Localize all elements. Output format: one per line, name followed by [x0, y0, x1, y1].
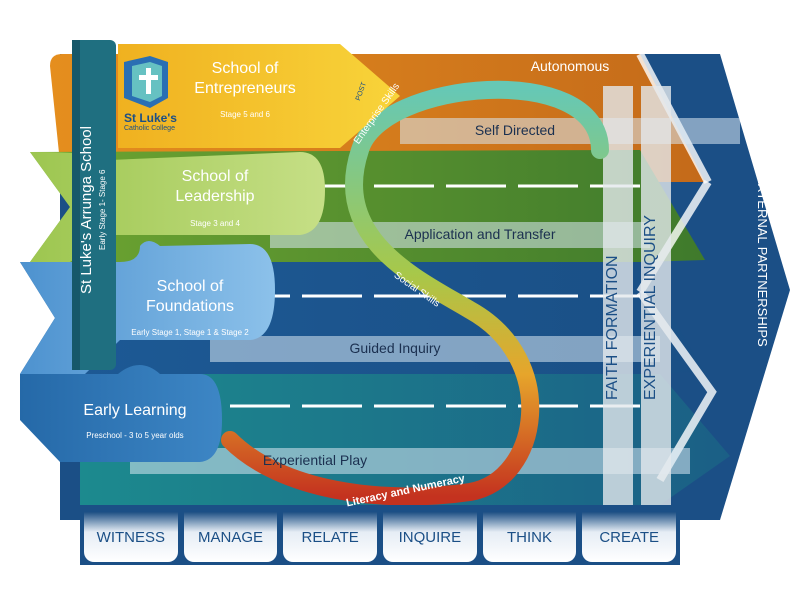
external-partnerships-label: EXTERNAL PARTNERSHIPS — [755, 175, 770, 347]
level-bar-guided — [210, 336, 660, 362]
early-learning-shape — [20, 365, 222, 462]
capability-inquire: INQUIRE — [383, 512, 477, 562]
side-banner-edge — [72, 40, 80, 370]
entrepreneurs-stages: Stage 5 and 6 — [220, 110, 270, 119]
early-learning-stages: Preschool - 3 to 5 year olds — [86, 431, 184, 440]
leadership-stages: Stage 3 and 4 — [190, 219, 240, 228]
skills-curve — [221, 80, 609, 506]
entrepreneurs-title-1: School of — [211, 60, 279, 77]
capability-label: INQUIRE — [398, 528, 462, 546]
capability-label: THINK — [507, 528, 553, 546]
entrepreneurs-title-2: Entrepreneurs — [194, 80, 296, 97]
pillar-inquiry-label: EXPERIENTIAL INQUIRY — [642, 215, 659, 400]
capability-label: MANAGE — [198, 528, 264, 546]
school-entrepreneurs-shape — [118, 44, 400, 148]
foundations-title-1: School of — [156, 278, 224, 295]
level-autonomous: Autonomous — [530, 58, 610, 74]
side-banner-title: St Luke's Arrunga School — [78, 126, 95, 294]
pillar-faith — [603, 86, 633, 520]
capability-create: CREATE — [582, 512, 677, 562]
foundations-stages: Early Stage 1, Stage 1 & Stage 2 — [131, 328, 249, 337]
logo-subtitle: Catholic College — [124, 125, 175, 132]
capabilities-base — [80, 505, 680, 565]
level-bar-application — [270, 222, 650, 248]
capability-witness: WITNESS — [84, 512, 178, 562]
side-banner-subtitle: Early Stage 1- Stage 6 — [98, 169, 107, 251]
pillar-faith-label: FAITH FORMATION — [604, 255, 621, 400]
logo — [124, 56, 168, 108]
level-guided-inquiry: Guided Inquiry — [349, 340, 441, 356]
level-bar-play — [130, 448, 690, 474]
capability-label: CREATE — [599, 528, 660, 546]
level-application: Application and Transfer — [404, 226, 556, 242]
leadership-title-2: Leadership — [175, 188, 255, 205]
level-bar-self-directed — [400, 118, 740, 144]
early-learning-title: Early Learning — [83, 402, 187, 419]
level-experiential-play: Experiential Play — [262, 452, 368, 468]
logo-cross-v — [146, 68, 151, 94]
capability-relate: RELATE — [283, 512, 378, 562]
grid-lines — [230, 184, 640, 408]
capability-think: THINK — [482, 512, 577, 562]
level-self-directed: Self Directed — [474, 122, 556, 138]
side-banner — [72, 40, 116, 370]
capability-tabs: WITNESS MANAGE RELATE INQUIRE THINK CREA… — [84, 512, 677, 562]
logo-cross-h — [139, 75, 158, 80]
capability-manage: MANAGE — [183, 512, 278, 562]
foundations-title-2: Foundations — [145, 298, 235, 315]
logo-name: St Luke's — [124, 111, 177, 125]
pillar-inquiry — [641, 86, 671, 520]
capability-label: WITNESS — [96, 528, 165, 546]
capability-label: RELATE — [301, 528, 359, 546]
leadership-title-1: School of — [181, 168, 249, 185]
